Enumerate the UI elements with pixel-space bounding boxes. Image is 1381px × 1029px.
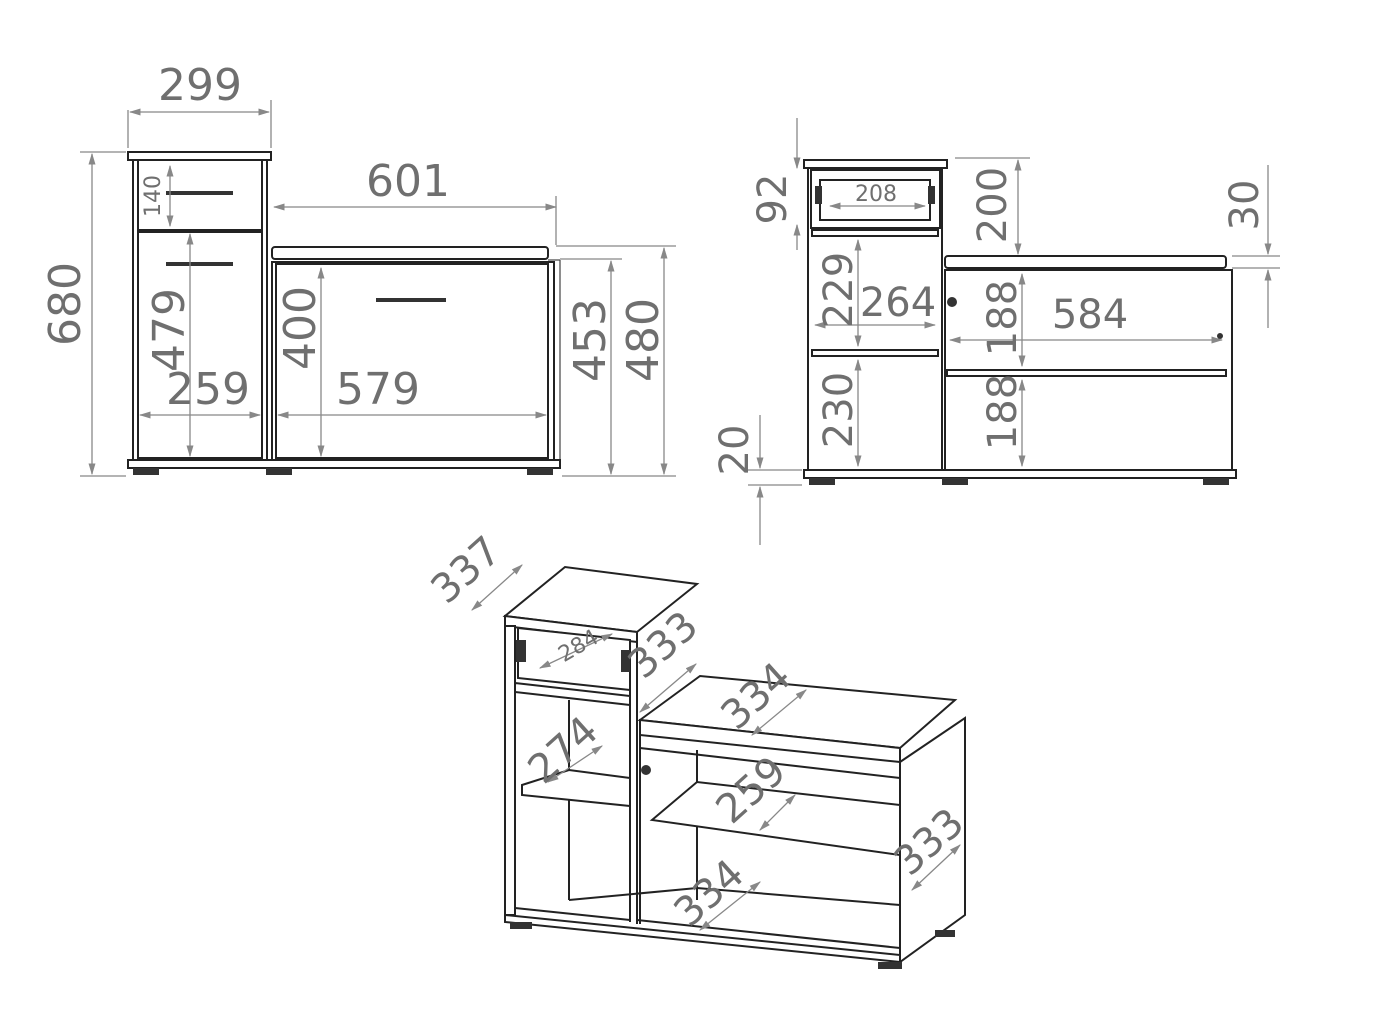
dim-20: 20 (712, 425, 758, 476)
front-view: 299 680 140 479 259 601 400 579 453 480 (40, 60, 676, 477)
iso-bench-side (899, 716, 966, 964)
shelf (811, 229, 939, 237)
dim-337: 337 (423, 528, 511, 613)
dim-259: 259 (166, 364, 250, 415)
dim-188-lower: 188 (980, 374, 1026, 450)
tower-top (127, 151, 272, 161)
dim-453: 453 (565, 298, 616, 382)
open-view: 92 208 200 30 229 264 188 584 230 188 20 (712, 118, 1280, 545)
foot (809, 478, 835, 485)
dim-230: 230 (816, 372, 862, 448)
dim-264: 264 (860, 280, 936, 326)
foot (942, 478, 968, 485)
iso-shelf (514, 681, 631, 707)
dim-479: 479 (144, 288, 195, 372)
foot (527, 468, 553, 475)
hinge (947, 297, 957, 307)
door-front (137, 231, 263, 459)
drawer-inner (819, 179, 931, 221)
drawer-handle (166, 191, 233, 195)
hinge (1217, 333, 1223, 339)
dim-480: 480 (618, 298, 669, 382)
foot (878, 962, 902, 969)
dim-579: 579 (336, 364, 420, 415)
dim-601: 601 (366, 156, 450, 207)
plinth (127, 459, 561, 469)
drawer-runner (928, 186, 935, 204)
dim-30: 30 (1222, 180, 1268, 231)
dim-200: 200 (970, 167, 1016, 243)
dim-334-bottom: 334 (666, 851, 754, 936)
iso-view: 337 284 333 334 274 259 334 333 (423, 528, 973, 969)
dim-680: 680 (40, 262, 91, 346)
bench-shelf (946, 369, 1227, 377)
dim-584: 584 (1052, 292, 1128, 338)
foot (266, 468, 292, 475)
foot (510, 922, 532, 929)
seat-cushion (271, 246, 549, 260)
bench-handle (376, 298, 446, 302)
shelf (811, 349, 939, 357)
dim-140: 140 (141, 175, 166, 217)
tower-side (504, 625, 516, 916)
foot (133, 468, 159, 475)
drawer-runner (621, 650, 630, 672)
dim-208: 208 (855, 182, 897, 207)
seat-cushion (944, 255, 1227, 269)
tower-top (803, 159, 948, 169)
dim-400: 400 (275, 286, 326, 370)
drawer-runner (815, 186, 822, 204)
plinth (803, 469, 1237, 479)
dim-229: 229 (816, 252, 862, 328)
drawer-runner (516, 640, 526, 662)
dim-92: 92 (750, 174, 796, 225)
dim-299: 299 (158, 60, 242, 111)
foot (1203, 478, 1229, 485)
foot (935, 930, 955, 937)
dim-188-upper: 188 (980, 280, 1026, 356)
hinge (641, 765, 651, 775)
door-handle (166, 262, 233, 266)
